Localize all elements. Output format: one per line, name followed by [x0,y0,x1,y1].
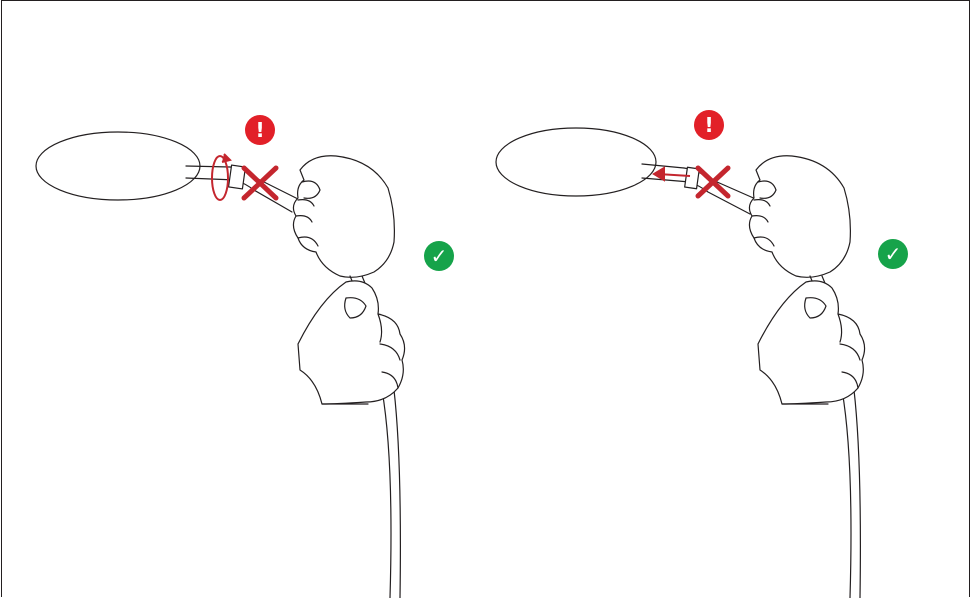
cross-icon [695,165,731,199]
exclamation-icon: ! [694,110,724,140]
panel-pull: ! ✓ [458,0,938,598]
rotate-arrow-icon [211,153,232,201]
checkmark-icon: ✓ [424,241,454,271]
disc-shape [35,131,201,201]
twist-illustration [35,131,406,598]
pull-arrow-icon [652,166,691,182]
pull-illustration [495,127,866,598]
lower-hand [757,280,866,405]
upper-hand [748,155,851,278]
lower-hand [297,280,406,405]
upper-hand [292,155,395,278]
cross-icon [241,165,279,201]
connector-tube [641,163,691,183]
panel-twist: ! ✓ [0,0,480,598]
checkmark-icon: ✓ [878,239,908,269]
disc-shape [495,127,657,197]
exclamation-icon: ! [245,115,275,145]
